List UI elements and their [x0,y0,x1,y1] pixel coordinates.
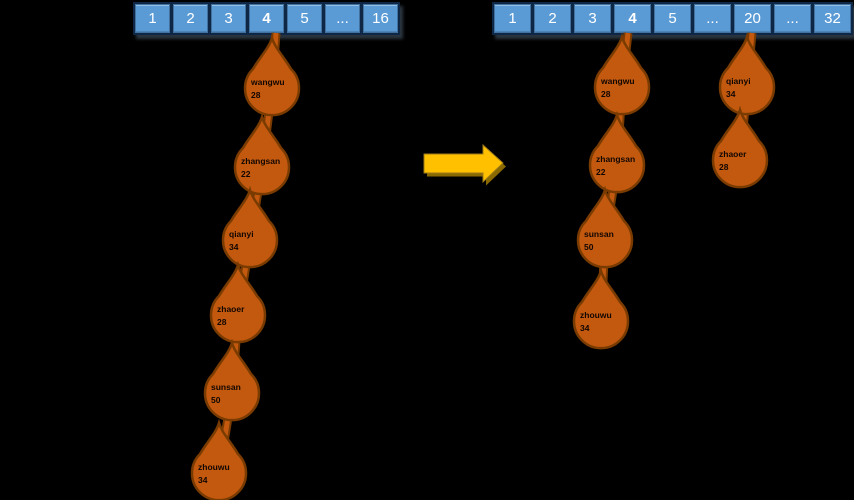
node-value: 34 [229,242,239,252]
hash-node: zhouwu 34 [572,269,630,350]
bucket-cell: 1 [135,4,170,33]
node-name: qianyi [229,229,254,239]
hash-node: zhangsan 22 [233,115,291,196]
node-name: wangwu [600,76,635,86]
bucket-cell-20: 20 [734,4,771,33]
hash-node: zhaoer 28 [209,263,267,344]
hash-node: wangwu 28 [243,36,301,117]
chain-right-bucket20: qianyi 34 zhaoer 28 [711,32,776,189]
node-value: 50 [211,395,221,405]
node-value: 28 [601,89,611,99]
hash-node: wangwu 28 [593,35,651,116]
node-value: 34 [726,89,736,99]
node-value: 50 [584,242,594,252]
node-name: zhaoer [719,149,747,159]
right-arrow-icon [423,143,506,186]
node-name: sunsan [584,229,614,239]
node-name: sunsan [211,382,241,392]
node-name: zhouwu [198,462,230,472]
bucket-cell-ellipsis: ... [774,4,811,33]
bucket-cell: 3 [574,4,611,33]
node-name: wangwu [250,77,285,87]
bucket-cell: 5 [654,4,691,33]
chain-left-bucket4: wangwu 28 zhangsan 22 qianyi 34 zhaoer 2… [190,32,301,500]
node-name: zhangsan [241,156,280,166]
hash-node: zhaoer 28 [711,108,769,189]
bucket-cell: 1 [494,4,531,33]
hash-node: qianyi 34 [718,35,776,116]
right-arrow-body [423,143,504,184]
bucket-cell-4: 4 [614,4,651,33]
bucket-cell: 5 [287,4,322,33]
bucket-table-32: 1 2 3 4 5 ... 20 ... 32 [492,2,853,35]
node-name: qianyi [726,76,751,86]
node-value: 28 [251,90,261,100]
bucket-cell: 2 [534,4,571,33]
bucket-cell: 2 [173,4,208,33]
hash-node: sunsan 50 [576,188,634,269]
node-value: 22 [241,169,251,179]
node-name: zhaoer [217,304,245,314]
hash-node: sunsan 50 [203,341,261,422]
bucket-cell: 3 [211,4,246,33]
chain-right-bucket4: wangwu 28 zhangsan 22 sunsan 50 zhouwu 3… [572,32,651,350]
bucket-cell: 16 [363,4,398,33]
bucket-table-16: 1 2 3 4 5 ... 16 [133,2,400,35]
hash-node: qianyi 34 [221,188,279,269]
node-value: 34 [198,475,208,485]
bucket-cell-ellipsis: ... [694,4,731,33]
bucket-cell-ellipsis: ... [325,4,360,33]
node-value: 28 [719,162,729,172]
node-name: zhangsan [596,154,635,164]
node-value: 28 [217,317,227,327]
node-value: 34 [580,323,590,333]
bucket-cell: 32 [814,4,851,33]
hash-node: zhouwu 34 [190,421,248,500]
node-value: 22 [596,167,606,177]
node-name: zhouwu [580,310,612,320]
bucket-cell-4: 4 [249,4,284,33]
hash-node: zhangsan 22 [588,113,646,194]
